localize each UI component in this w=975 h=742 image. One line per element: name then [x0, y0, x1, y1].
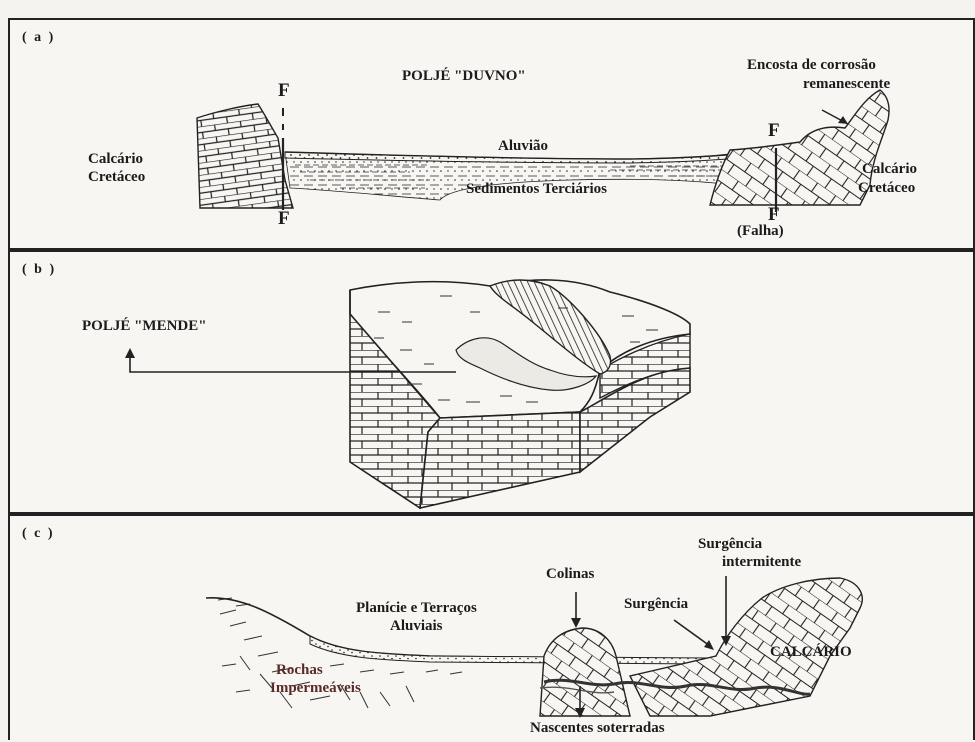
panel-c-cross-section	[10, 516, 973, 742]
right-limestone-label-line2: Cretáceo	[858, 180, 915, 197]
fault-label-bottom-left: F	[278, 208, 290, 230]
buried-springs-label: Nascentes soterradas	[530, 720, 665, 737]
fault-label-top-right: F	[768, 120, 780, 142]
intermittent-spring-label-line2: intermitente	[722, 554, 801, 571]
fault-label-top-left: F	[278, 80, 290, 102]
panel-a-letter: ( a )	[22, 30, 55, 46]
limestone-label: CALCÁRIO	[770, 644, 852, 661]
hills-label: Colinas	[546, 566, 594, 583]
corrosion-slope-label-line1: Encosta de corrosão	[747, 57, 876, 74]
alluvium-label: Aluvião	[498, 138, 548, 155]
panel-a-cross-section	[10, 20, 973, 248]
panel-c: ( c ) Colinas Surgência intermitente Sur…	[8, 514, 975, 740]
fault-note: (Falha)	[737, 223, 784, 240]
left-limestone-label-line2: Cretáceo	[88, 169, 145, 186]
right-limestone-label-line1: Calcário	[862, 161, 917, 178]
tertiary-sediments-label: Sedimentos Terciários	[466, 181, 607, 198]
panel-a: ( a ) POLJÉ "DUVNO" F F F F (Falha) Enco…	[8, 18, 975, 250]
impermeable-rocks-label-line1: Rochas	[276, 662, 323, 679]
intermittent-spring-label-line1: Surgência	[698, 536, 762, 553]
panel-b-title: POLJÉ "MENDE"	[82, 318, 207, 335]
panel-b-block-diagram	[10, 252, 973, 512]
alluvial-plain-label-line1: Planície e Terraços	[356, 600, 477, 617]
panel-a-title: POLJÉ "DUVNO"	[402, 68, 526, 85]
spring-label: Surgência	[624, 596, 688, 613]
left-limestone-label-line1: Calcário	[88, 151, 143, 168]
panel-b-letter: ( b )	[22, 262, 56, 278]
impermeable-rocks-label-line2: Impermeáveis	[270, 680, 361, 697]
corrosion-slope-label-line2: remanescente	[803, 76, 890, 93]
panel-c-letter: ( c )	[22, 526, 55, 542]
panel-b: ( b ) POLJÉ "MENDE"	[8, 250, 975, 514]
alluvial-plain-label-line2: Aluviais	[390, 618, 443, 635]
